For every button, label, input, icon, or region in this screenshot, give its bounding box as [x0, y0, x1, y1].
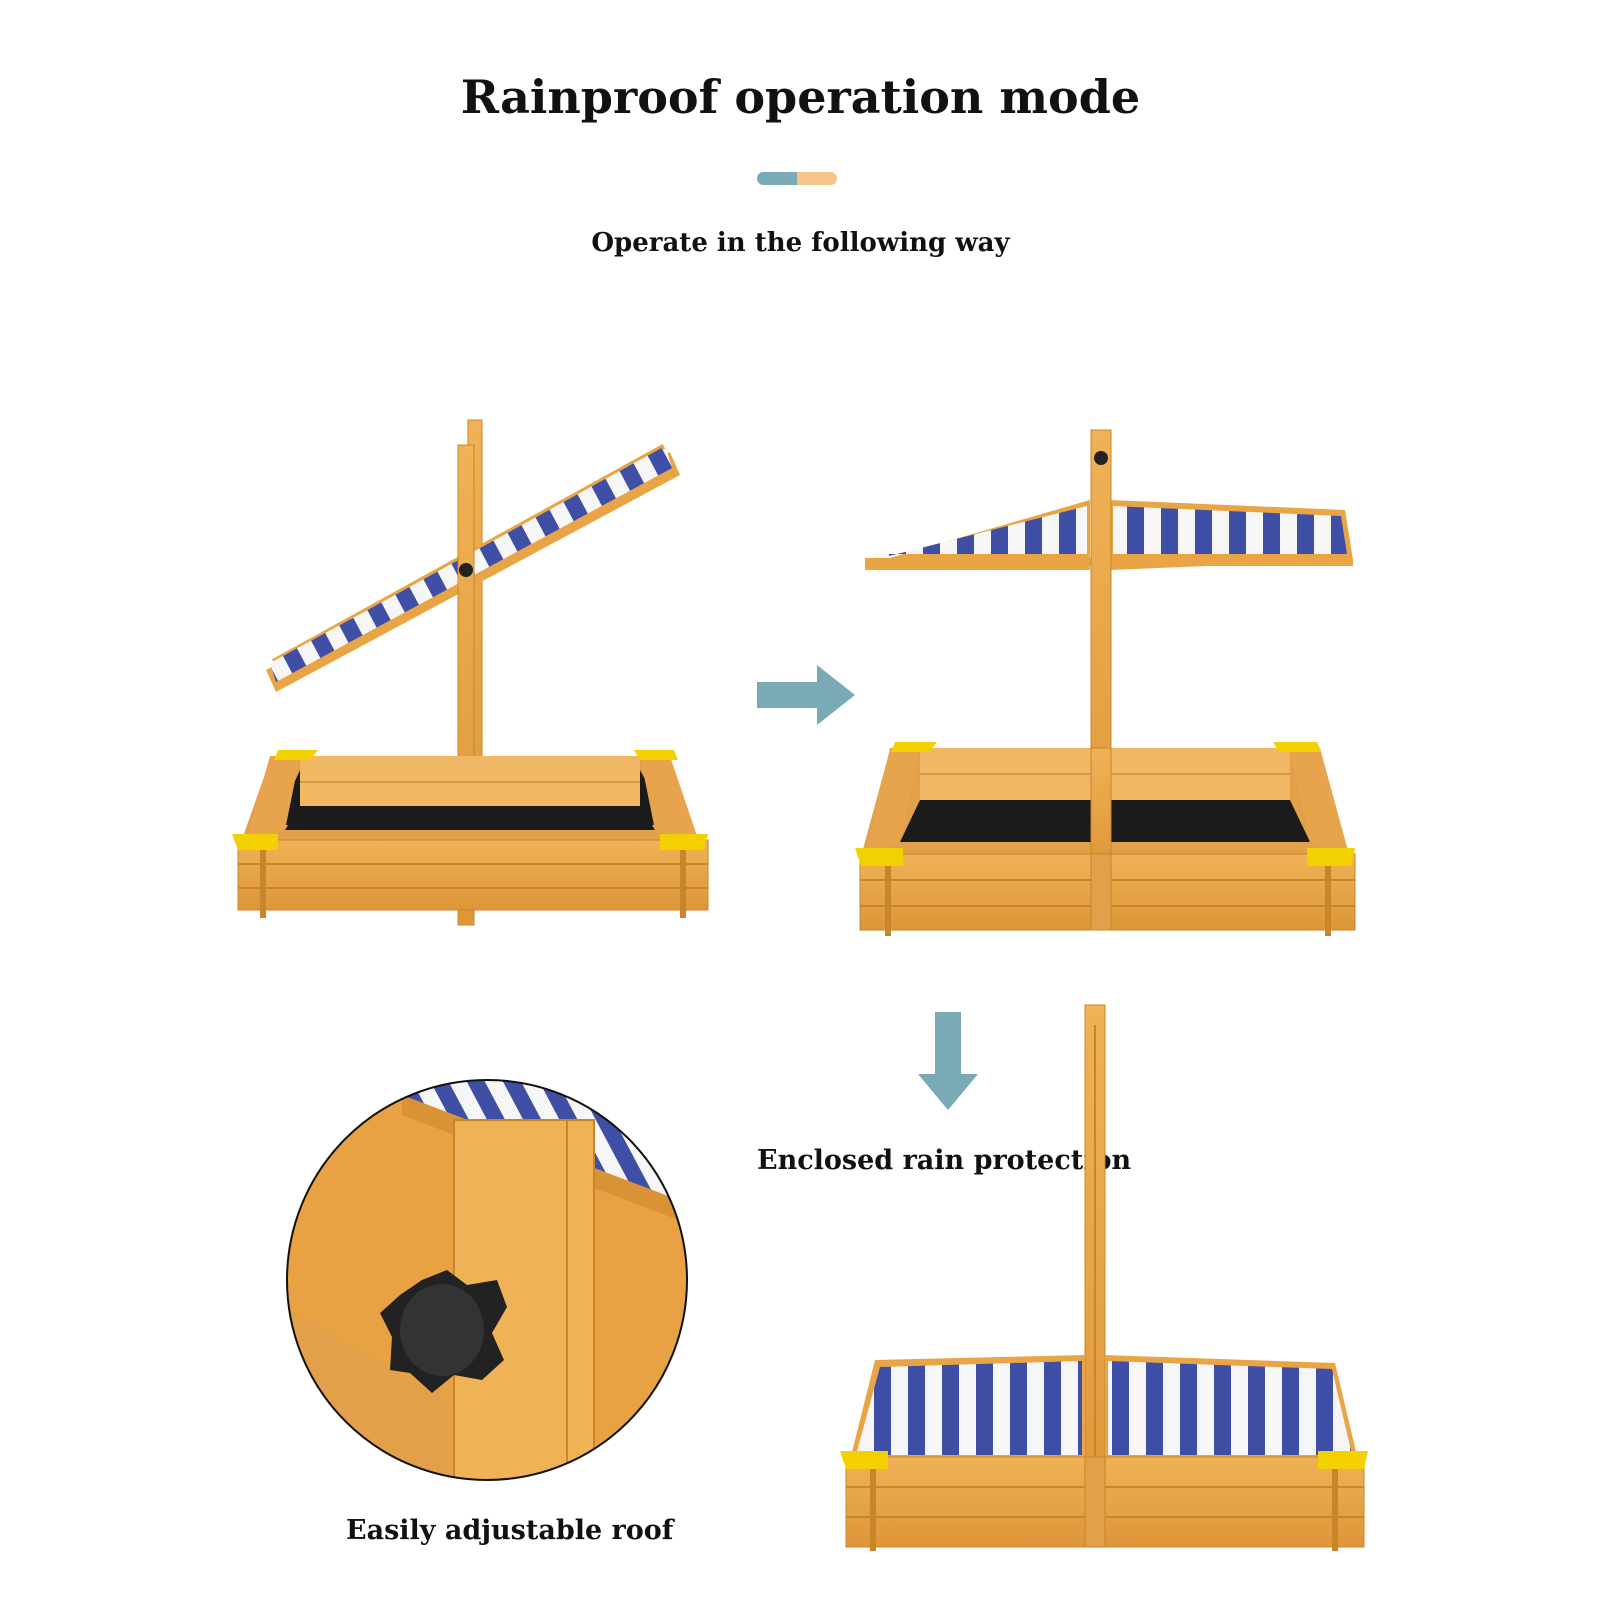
easily-adjustable-roof-caption: Easily adjustable roof	[346, 1515, 674, 1546]
sandbox-open-roof-image	[855, 429, 1356, 936]
adjustable-roof-knob-closeup	[286, 1079, 688, 1481]
page-title: Rainproof operation mode	[460, 70, 1141, 124]
divider-peach-segment	[797, 172, 837, 185]
arrow-right-icon	[757, 665, 855, 725]
roof-knob-icon	[1094, 451, 1108, 465]
closed-roof-panel	[850, 1355, 1358, 1460]
accent-divider	[757, 172, 837, 185]
enclosed-rain-protection-caption: Enclosed rain protection	[757, 1145, 1132, 1176]
divider-blue-segment	[757, 172, 797, 185]
page-subtitle: Operate in the following way	[591, 228, 1010, 258]
sandbox-closed-roof-image	[840, 1004, 1368, 1551]
sandbox-tilted-roof-image	[232, 419, 709, 926]
open-roof-panel	[865, 500, 1353, 570]
roof-knob-icon	[459, 563, 473, 577]
roof-knob-icon	[380, 1270, 507, 1393]
arrow-down-icon	[918, 1012, 978, 1110]
